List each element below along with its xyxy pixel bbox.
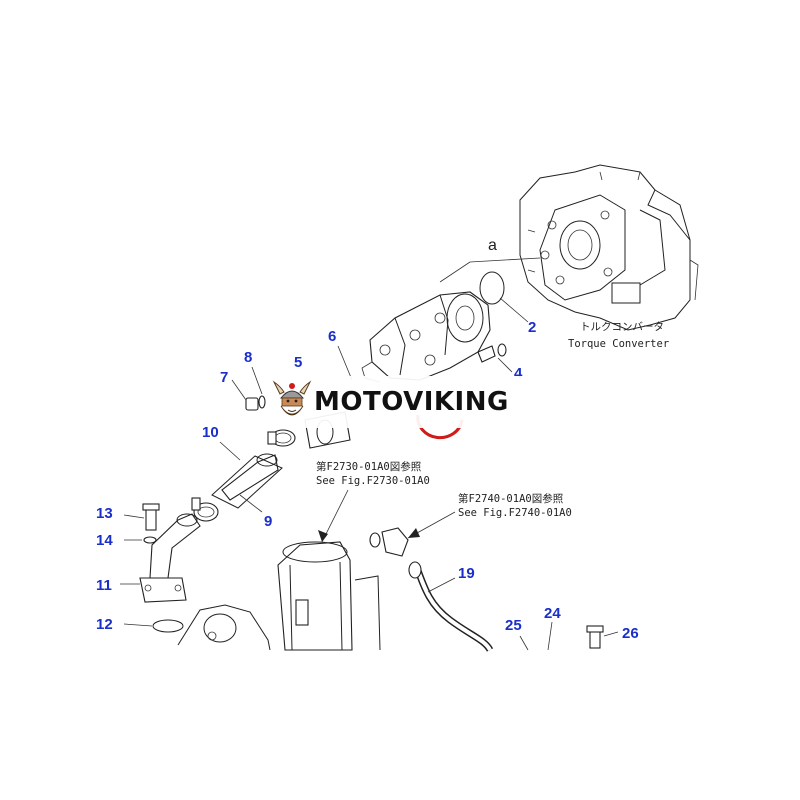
torque-converter-label-en: Torque Converter bbox=[568, 338, 669, 350]
torque-converter-label-jp: トルクコンバータ bbox=[580, 321, 664, 333]
bolt-26 bbox=[589, 629, 601, 649]
callout-14: 14 bbox=[96, 532, 113, 549]
callout-7: 7 bbox=[220, 369, 228, 386]
callout-25: 25 bbox=[505, 617, 522, 634]
watermark-text: MOTOVIKING bbox=[314, 387, 509, 417]
callout-9: 9 bbox=[264, 513, 272, 530]
ref-f2730-jp: 第F2730-01A0図参照 bbox=[316, 460, 422, 473]
callout-13: 13 bbox=[96, 505, 113, 522]
callout-11: 11 bbox=[96, 577, 112, 594]
washer-14 bbox=[143, 536, 157, 544]
bolt bbox=[477, 345, 496, 363]
hose bbox=[211, 453, 283, 509]
ref-f2740-jp: 第F2740-01A0図参照 bbox=[458, 492, 564, 505]
callout-8: 8 bbox=[244, 349, 252, 366]
hose-clamp-upper bbox=[267, 429, 296, 447]
callout-4: 4 bbox=[514, 365, 523, 382]
filter-housing bbox=[277, 541, 381, 651]
marker-a-arrow bbox=[439, 261, 471, 283]
ref-f2730-en: See Fig.F2730-01A0 bbox=[316, 475, 430, 487]
washer-8 bbox=[258, 395, 266, 409]
ref-f2740-en: See Fig.F2740-01A0 bbox=[458, 507, 572, 519]
callout-26: 26 bbox=[622, 625, 639, 642]
viking-helmet-icon bbox=[272, 380, 312, 416]
o-ring-12 bbox=[152, 619, 184, 633]
elbow-pipe bbox=[139, 513, 201, 603]
o-ring bbox=[479, 271, 505, 305]
callout-12: 12 bbox=[96, 616, 113, 633]
washer bbox=[497, 343, 507, 357]
marker-a: a bbox=[488, 237, 497, 254]
callout-2: 2 bbox=[528, 319, 536, 336]
pump-assembly bbox=[361, 291, 491, 383]
bolt-7 bbox=[245, 397, 259, 411]
elbow-fitting bbox=[369, 527, 409, 557]
hose-clamp-lower bbox=[191, 497, 219, 522]
callout-5: 5 bbox=[294, 354, 302, 371]
callout-6: 6 bbox=[328, 328, 336, 345]
callout-19: 19 bbox=[458, 565, 475, 582]
callout-24: 24 bbox=[544, 605, 561, 622]
callout-10: 10 bbox=[202, 424, 219, 441]
lower-flange bbox=[177, 604, 271, 651]
hose-19 bbox=[408, 561, 494, 652]
watermark: MOTOVIKING bbox=[268, 376, 536, 428]
ref-f2730-leader bbox=[321, 489, 349, 543]
torque-converter-housing bbox=[519, 164, 699, 331]
bolt-13 bbox=[145, 507, 157, 531]
